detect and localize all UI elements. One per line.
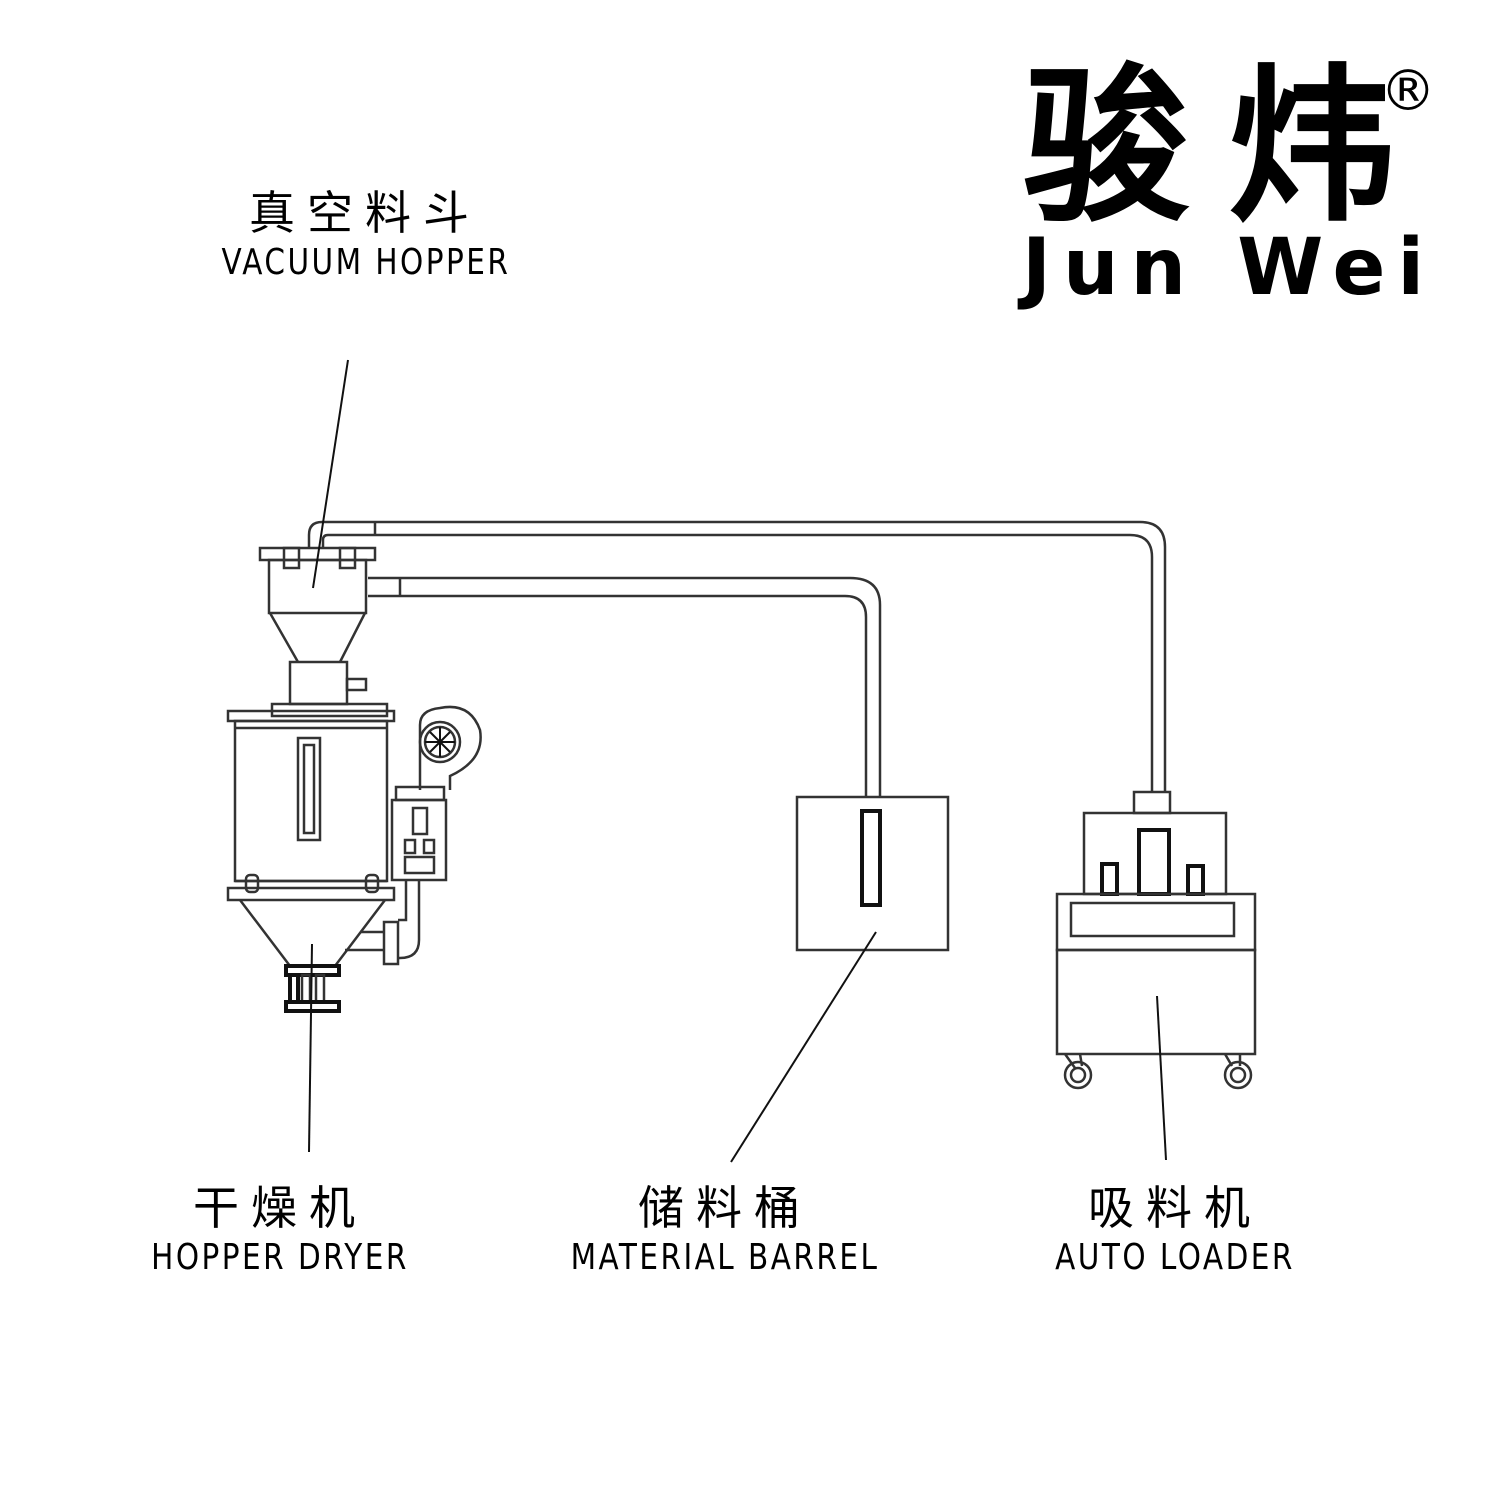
dryer-control-box xyxy=(345,785,448,966)
label-auto-loader-cn: 吸料机 xyxy=(1088,1181,1262,1235)
label-hopper-dryer: 干燥机 HOPPER DRYER xyxy=(120,1180,440,1280)
label-hopper-dryer-cn: 干燥机 xyxy=(193,1181,367,1235)
label-material-barrel: 储料桶 MATERIAL BARREL xyxy=(535,1180,915,1280)
label-vacuum-hopper: 真空料斗 VACUUM HOPPER xyxy=(190,185,540,285)
material-barrel xyxy=(795,795,950,952)
vacuum-hopper xyxy=(258,546,389,718)
pipe-to-auto-loader xyxy=(307,520,1167,792)
registered-trademark-icon: ® xyxy=(1380,59,1436,124)
label-material-barrel-en: MATERIAL BARREL xyxy=(570,1237,880,1278)
label-auto-loader: 吸料机 AUTO LOADER xyxy=(1020,1180,1330,1280)
brand-logo-english: Jun Wei xyxy=(1022,223,1437,313)
label-hopper-dryer-en: HOPPER DRYER xyxy=(151,1237,409,1278)
leader-auto-loader xyxy=(1156,995,1167,1161)
hopper-dryer xyxy=(226,709,396,1013)
label-vacuum-hopper-cn: 真空料斗 xyxy=(249,186,481,240)
pipe-to-material-barrel xyxy=(368,576,882,797)
leader-vacuum-hopper xyxy=(312,359,349,589)
label-auto-loader-en: AUTO LOADER xyxy=(1055,1237,1295,1278)
leader-hopper-dryer xyxy=(308,943,313,1153)
dryer-blower xyxy=(418,705,482,790)
brand-logo-chinese: 骏炜 xyxy=(1022,49,1434,245)
leader-material-barrel xyxy=(730,931,877,1163)
label-material-barrel-cn: 储料桶 xyxy=(638,1181,812,1235)
auto-loader xyxy=(1055,790,1257,1090)
label-vacuum-hopper-en: VACUUM HOPPER xyxy=(221,242,511,283)
